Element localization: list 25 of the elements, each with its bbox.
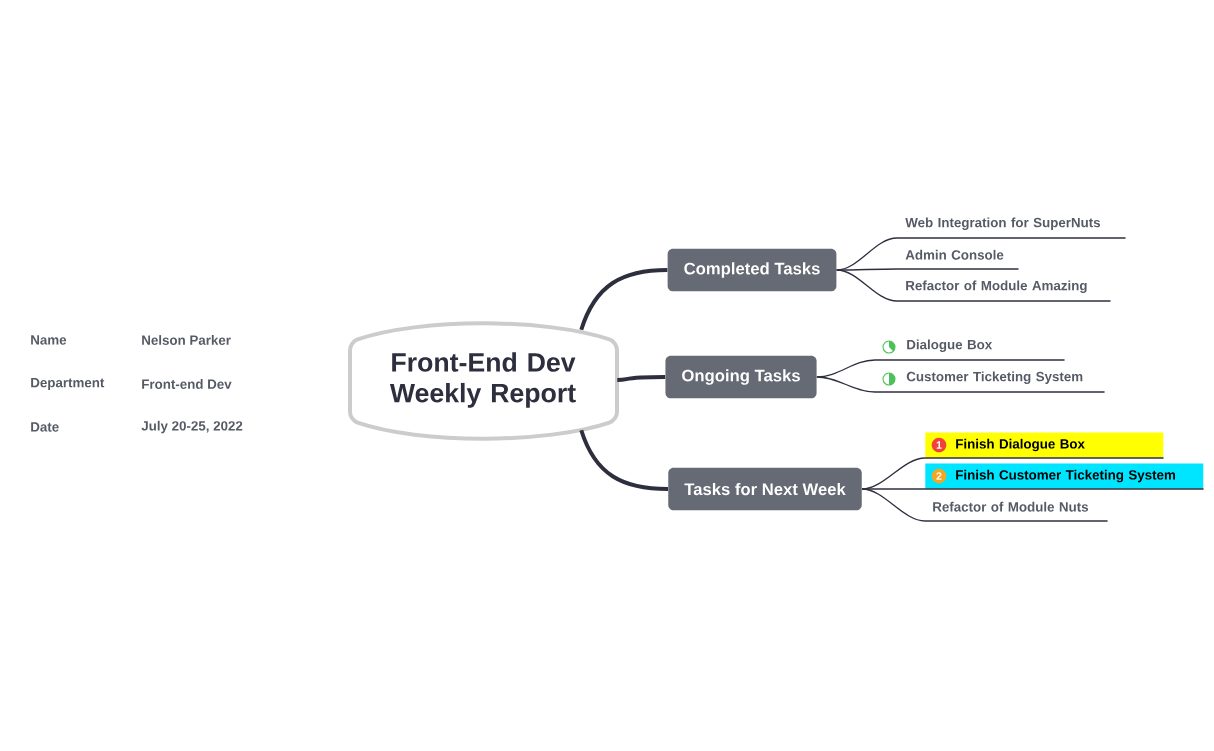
branch-line (836, 269, 898, 302)
subtopic-label: Web Integration for SuperNuts (896, 217, 1127, 239)
subtopic-label: Admin Console (896, 249, 1020, 270)
info-value: Nelson Parker (142, 335, 231, 345)
subtopic-label: Dialogue Box (874, 339, 1066, 361)
info-value: July 20-25, 2022 (141, 420, 243, 434)
branch-line (861, 488, 926, 490)
branch-line (579, 268, 668, 331)
info-label: Name (31, 335, 67, 345)
branch-line (617, 375, 666, 382)
topic-box: Ongoing Tasks (665, 355, 817, 399)
subtopic-label: Customer Ticketing System (874, 371, 1106, 393)
central-topic: Front-End Dev Weekly Report (348, 321, 619, 441)
info-value: Front-end Dev (142, 379, 232, 389)
branch-line (816, 376, 876, 393)
branch-line (816, 359, 876, 378)
info-label: Department (31, 378, 105, 390)
subtopic-label: Refactor of Module Amazing (896, 280, 1112, 302)
branch-line (836, 268, 898, 271)
topic-box: Completed Tasks (667, 248, 837, 292)
subtopic-label: Refactor of Module Nuts (924, 501, 1109, 522)
topic-box: Tasks for Next Week (668, 467, 862, 511)
branch-line (579, 429, 669, 491)
branch-line (861, 488, 926, 522)
info-label: Date (31, 422, 59, 432)
